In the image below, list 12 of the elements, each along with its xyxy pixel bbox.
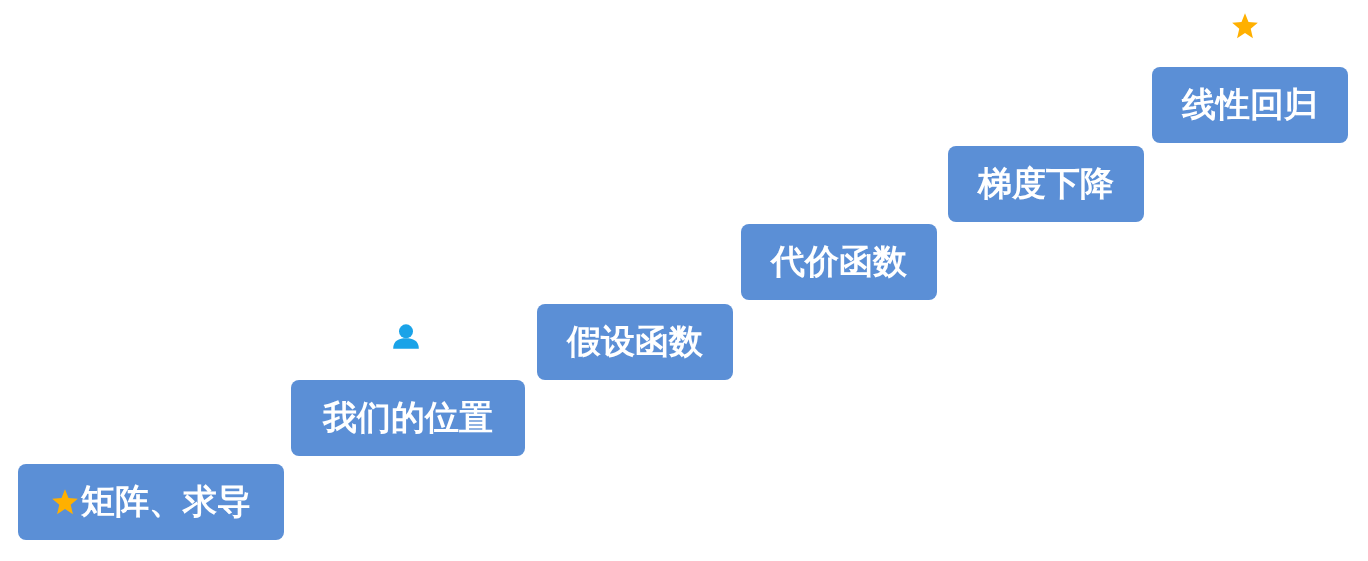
step-label: 假设函数 [567,320,703,363]
step-box [537,304,733,380]
step-box [948,146,1144,222]
step-label: 梯度下降 [978,162,1114,205]
step-box [741,224,937,300]
step-label: 我们的位置 [323,396,493,439]
step-box [291,380,525,456]
step-label: 线性回归 [1182,83,1318,126]
step-label: 矩阵、求导 [81,480,251,523]
step-label: 代价函数 [771,240,907,283]
step-box [18,464,284,540]
step-box [1152,67,1348,143]
